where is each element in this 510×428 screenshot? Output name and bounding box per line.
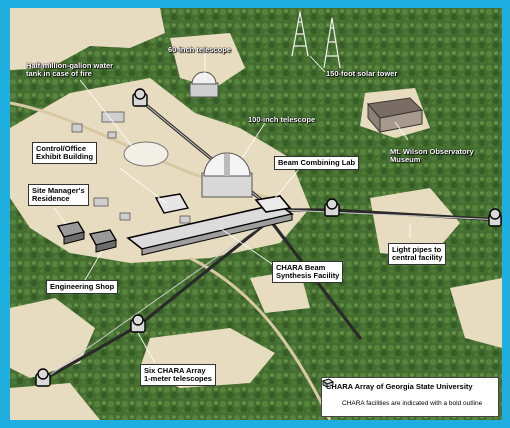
site-map: 60-inch telescope Half-million-gallon wa…	[10, 8, 502, 420]
museum-building	[367, 97, 424, 134]
bold-outline-building-icon	[322, 378, 334, 388]
telescope-n	[132, 88, 148, 107]
chara-telescopes	[35, 88, 502, 387]
beam-synthesis-facility	[126, 203, 294, 256]
legend: CHARA Array of Georgia State University …	[321, 377, 499, 417]
label-control-building: Control/Office Exhibit Building	[32, 142, 98, 164]
engineering-shop	[88, 229, 118, 253]
map-illustration	[10, 8, 502, 420]
leader-lines	[53, 51, 411, 364]
solar-tower	[291, 11, 341, 69]
telescope-100-inch	[201, 152, 253, 198]
telescope-s2	[35, 368, 51, 387]
label-beam-synthesis: CHARA Beam Synthesis Facility	[272, 261, 344, 283]
water-tank	[123, 141, 169, 167]
label-engineering-shop: Engineering Shop	[46, 280, 119, 294]
legend-title: CHARA Array of Georgia State University	[326, 382, 473, 391]
label-solar-tower: 150-foot solar tower	[326, 69, 398, 78]
telescope-60-inch	[189, 71, 219, 98]
label-site-manager: Site Manager's Residence	[28, 184, 89, 206]
control-building	[154, 193, 190, 214]
telescope-e2	[488, 208, 502, 227]
label-museum: Mt. Wilson Observatory Museum	[390, 147, 474, 164]
light-pipe-south	[41, 324, 140, 382]
telescope-e1	[324, 198, 340, 217]
label-beam-combining-lab: Beam Combining Lab	[274, 156, 360, 170]
label-water-tank: Half-million-gallon water tank in case o…	[26, 61, 114, 78]
beam-combining-lab	[254, 195, 292, 213]
light-pipe-southwest	[136, 214, 277, 328]
label-light-pipes: Light pipes to central facility	[388, 243, 447, 265]
telescope-s1	[130, 314, 146, 333]
legend-note: CHARA facilities are indicated with a bo…	[342, 400, 483, 407]
label-60-inch-telescope: 60-inch telescope	[168, 45, 231, 54]
label-100-inch-telescope: 100-inch telescope	[248, 115, 316, 124]
label-six-telescopes: Six CHARA Array 1-meter telescopes	[140, 364, 216, 386]
site-manager-residence	[56, 221, 86, 245]
